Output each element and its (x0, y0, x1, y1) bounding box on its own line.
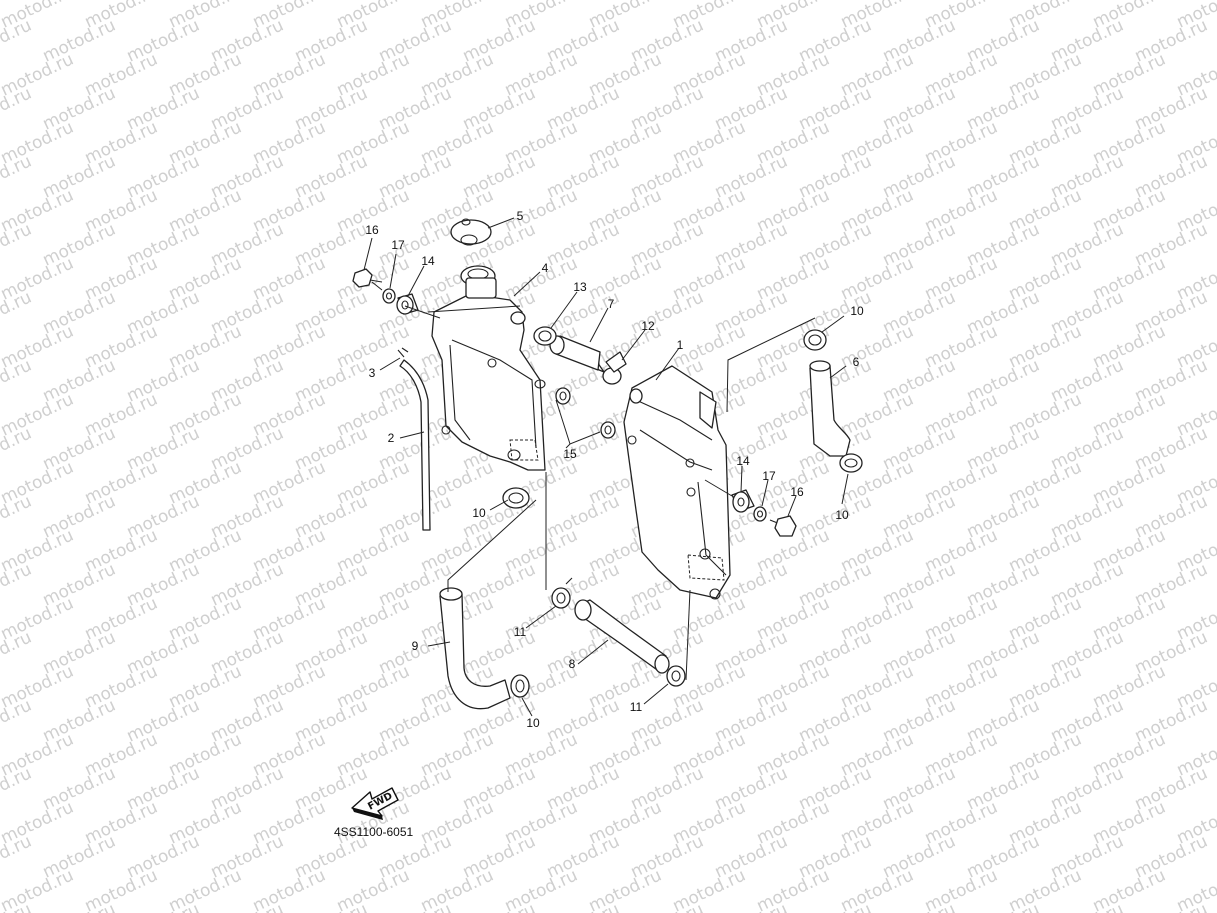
watermark-text: motod.ru (712, 899, 791, 913)
breather-hose (397, 347, 431, 531)
watermark-text: motod.ru (208, 899, 287, 913)
watermark-text: motod.ru (502, 865, 581, 913)
connection-lines (371, 281, 816, 681)
watermark-text: motod.ru (460, 899, 539, 913)
upper-right-hose (803, 329, 863, 473)
watermark-text: motod.ru (418, 865, 497, 913)
callout-17-left: 17 (391, 238, 405, 252)
callout-17-right: 17 (762, 469, 776, 483)
callout-16-right: 16 (790, 485, 804, 499)
callout-1: 1 (677, 338, 684, 352)
callout-7: 7 (608, 297, 615, 311)
watermark-text: motod.ru (1006, 865, 1085, 913)
callout-10-bottom: 10 (526, 716, 540, 730)
watermark-text: motod.ru (544, 899, 623, 913)
callout-16-left: 16 (365, 223, 379, 237)
watermark-text: motod.ru (586, 865, 665, 913)
watermark-text: motod.ru (796, 899, 875, 913)
watermark-text: motod.ru (40, 899, 119, 913)
callout-8: 8 (569, 657, 576, 671)
callout-4: 4 (542, 261, 549, 275)
callout-15: 15 (563, 447, 577, 461)
callout-6: 6 (853, 355, 860, 369)
connector-hose (533, 326, 627, 385)
callout-10-left: 10 (472, 506, 486, 520)
callout-14-left: 14 (421, 254, 435, 268)
watermark-text: motod.ru (838, 865, 917, 913)
watermark-text: motod.ru (964, 899, 1043, 913)
watermark-text: motod.ru (1048, 899, 1127, 913)
watermark-text: motod.ru (334, 865, 413, 913)
callout-10-upper-right: 10 (850, 304, 864, 318)
right-mount-hardware (731, 489, 797, 537)
watermark-text: motod.ru (1090, 865, 1169, 913)
leader-lines (363, 217, 849, 717)
callout-5: 5 (517, 209, 524, 223)
watermark-text: motod.ru (250, 865, 329, 913)
callout-9: 9 (412, 639, 419, 653)
watermark-text: motod.ru (166, 865, 245, 913)
lower-center-hose (551, 577, 686, 687)
right-radiator (623, 365, 731, 600)
watermark-text: motod.ru (124, 899, 203, 913)
watermark-text: motod.ru (754, 865, 833, 913)
watermark-text: motod.ru (292, 899, 371, 913)
watermark-text: motod.ru (880, 899, 959, 913)
callout-3: 3 (369, 366, 376, 380)
watermark-text: motod.ru (628, 899, 707, 913)
callout-11-lower: 11 (630, 700, 643, 714)
callout-11-upper: 11 (514, 625, 527, 639)
diagram-code: 4SS1100-6051 (334, 825, 414, 839)
watermark-text: motod.ru (376, 899, 455, 913)
callout-10-right: 10 (835, 508, 849, 522)
watermark-text: motod.ru (670, 865, 749, 913)
watermark-text: motod.ru (82, 865, 161, 913)
callout-labels: 1 2 3 4 5 6 7 8 9 10 10 10 10 11 11 12 1… (365, 209, 864, 730)
callout-2: 2 (388, 431, 395, 445)
callout-12: 12 (641, 319, 655, 333)
callout-13: 13 (573, 280, 587, 294)
radiator-cap (450, 218, 492, 246)
callout-14-right: 14 (736, 454, 750, 468)
watermark-text: motod.ru (922, 865, 1001, 913)
lower-left-hose (439, 487, 530, 710)
watermark-text: motod.ru (1132, 899, 1211, 913)
